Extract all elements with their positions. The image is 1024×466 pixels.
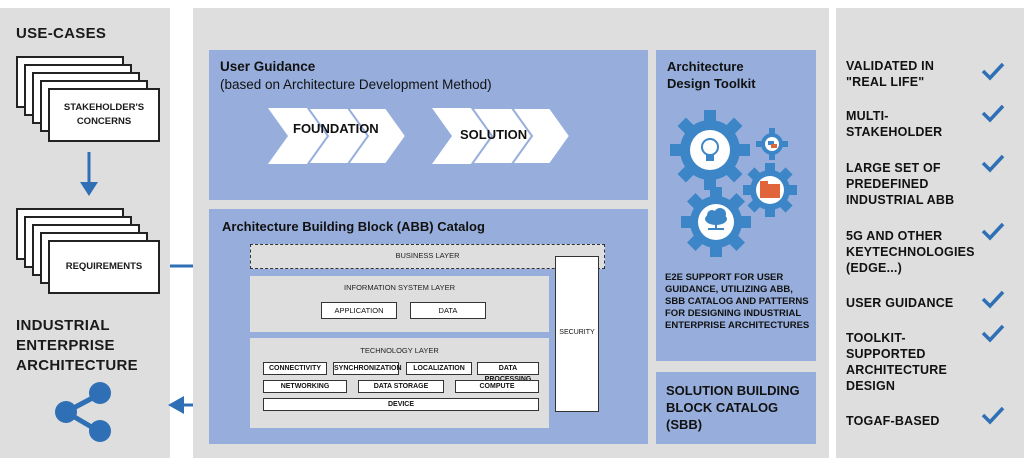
networking-box: NETWORKING (263, 380, 347, 393)
tech-layer-title: TECHNOLOGY LAYER (360, 346, 439, 355)
use-cases-title: USE-CASES (16, 25, 107, 42)
arrow-down-icon (80, 152, 98, 196)
gear-lightbulb-icon (670, 110, 750, 190)
sbb-catalog-title: SOLUTION BUILDING BLOCK CATALOG (SBB) (666, 383, 800, 432)
stakeholder-doc-stack: STAKEHOLDER'S CONCERNS (16, 56, 166, 146)
user-guidance-subtitle: (based on Architecture Development Metho… (220, 77, 492, 92)
feature-multi-stakeholder: MULTI-STAKEHOLDER (846, 109, 943, 139)
checkmark-icon (981, 154, 1005, 173)
share-icon (55, 382, 111, 442)
sbb-catalog-panel (656, 372, 816, 444)
checkmark-icon (981, 290, 1005, 309)
application-box: APPLICATION (321, 302, 397, 319)
security-label: SECURITY (559, 329, 595, 336)
localization-box: LOCALIZATION (406, 362, 472, 375)
information-system-layer (250, 276, 549, 332)
feature-togaf: TOGAF-BASED (846, 414, 940, 428)
data-box: DATA (410, 302, 486, 319)
checkmark-icon (981, 406, 1005, 425)
gear-chat-icon (756, 128, 788, 160)
connectivity-box: CONNECTIVITY (263, 362, 327, 375)
chevron-solution-label: SOLUTION (460, 127, 528, 142)
info-layer-title: INFORMATION SYSTEM LAYER (344, 283, 455, 292)
checkmark-icon (981, 104, 1005, 123)
toolkit-description: E2E SUPPORT FOR USER GUIDANCE, UTILIZING… (665, 272, 810, 331)
data-processing-box: DATA PROCESSING (477, 362, 539, 383)
gear-cloud-icon (681, 187, 751, 257)
checkmark-icon (981, 62, 1005, 81)
synchronization-box: SYNCHRONIZATION (333, 362, 402, 375)
compute-box: COMPUTE (455, 380, 539, 393)
toolkit-gears-icon (670, 110, 797, 257)
stakeholder-concerns-label: STAKEHOLDER'S CONCERNS (48, 88, 160, 142)
iea-title: INDUSTRIAL ENTERPRISE ARCHITECTURE (16, 317, 138, 374)
requirements-label: REQUIREMENTS (48, 240, 160, 294)
data-storage-box: DATA STORAGE (358, 380, 444, 393)
security-column (555, 256, 599, 412)
feature-user-guidance: USER GUIDANCE (846, 296, 954, 310)
foundation-chevrons (268, 108, 572, 164)
requirements-doc-stack: REQUIREMENTS (16, 208, 166, 298)
checkmark-icon (981, 222, 1005, 241)
feature-validated: VALIDATED IN "REAL LIFE" (846, 59, 935, 89)
business-layer: BUSINESS LAYER (250, 244, 605, 269)
chevron-foundation-label: FOUNDATION (293, 121, 379, 136)
feature-5g: 5G AND OTHER KEYTECHNOLOGIES (EDGE...) (846, 229, 975, 275)
feature-toolkit: TOOLKIT-SUPPORTED ARCHITECTURE DESIGN (846, 331, 948, 393)
abb-catalog-title: Architecture Building Block (ABB) Catalo… (222, 219, 485, 234)
device-box: DEVICE (263, 398, 539, 411)
toolkit-title: Architecture Design Toolkit (667, 59, 756, 91)
feature-large-set: LARGE SET OF PREDEFINED INDUSTRIAL ABB (846, 161, 955, 207)
user-guidance-title: User Guidance (220, 59, 316, 74)
checkmark-icon (981, 324, 1005, 343)
gear-folder-icon (743, 163, 797, 217)
